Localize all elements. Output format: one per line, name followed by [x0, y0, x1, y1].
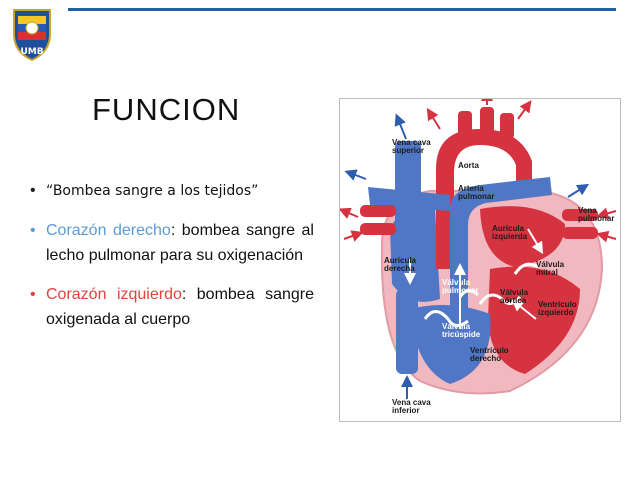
bullet-text: : bombea sangre oxigenada al cuerpo — [46, 286, 314, 328]
bullet-dot: • — [30, 182, 36, 199]
bullet-item: • Corazón izquierdo: bombea sangre oxige… — [30, 282, 314, 332]
aorta — [436, 129, 532, 269]
left-ventricle — [488, 266, 580, 374]
bullet-highlight: Corazón derecho — [46, 222, 171, 239]
bullet-text: “Bombea sangre a los tejidos” — [46, 183, 259, 199]
bullet-dot: • — [30, 222, 36, 239]
bullet-item: • “Bombea sangre a los tejidos” — [30, 178, 314, 204]
bullet-text: : bombea sangre al lecho pulmonar para s… — [46, 222, 314, 264]
bullet-item: • Corazón derecho: bombea sangre al lech… — [30, 218, 314, 268]
bullet-list: • “Bombea sangre a los tejidos” • Corazó… — [30, 178, 314, 346]
top-divider — [68, 8, 616, 11]
bullet-dot: • — [30, 286, 36, 303]
heart-illustration — [340, 99, 617, 399]
inferior-vena-cava — [396, 289, 418, 374]
logo-text: UMB — [20, 47, 43, 57]
label-aorta: Aorta — [458, 161, 479, 170]
left-atrium — [480, 206, 565, 267]
right-ventricle — [410, 305, 491, 384]
page-title: FUNCION — [92, 92, 241, 127]
umb-logo: UMB — [13, 9, 51, 62]
bullet-highlight: Corazón izquierdo — [46, 286, 182, 303]
